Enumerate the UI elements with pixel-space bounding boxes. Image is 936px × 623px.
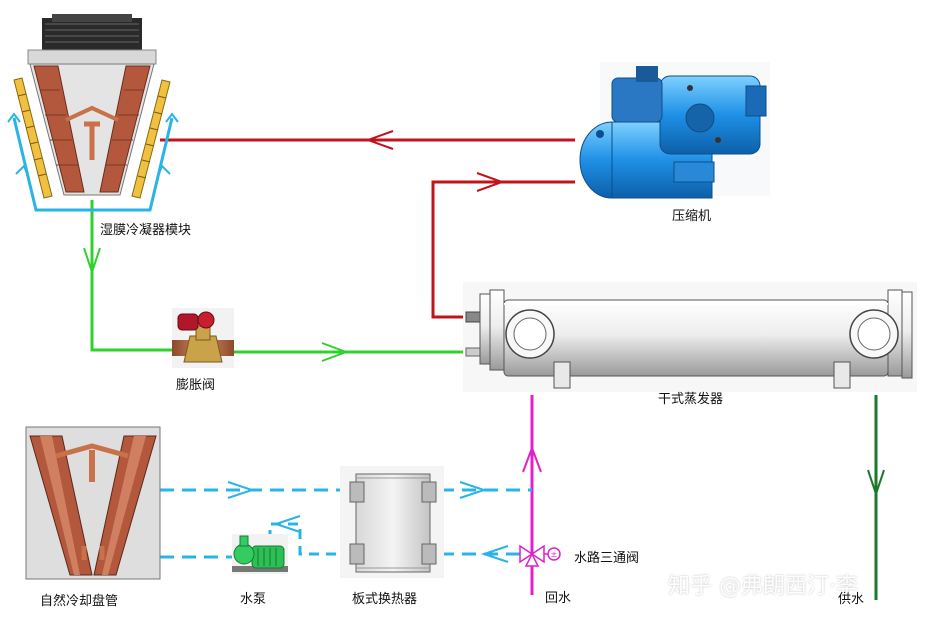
cooling-water-lines (160, 481, 532, 563)
flow-arrow (83, 247, 101, 276)
liquid-line (83, 200, 466, 362)
return-water-label: 回水 (545, 591, 572, 606)
screw-compressor (579, 62, 770, 199)
compressor-label: 压缩机 (672, 209, 712, 224)
plate-heat-exchanger (340, 466, 444, 578)
watermark: 知乎 @弗朗西汀·李 (668, 574, 858, 599)
water-pump (232, 534, 288, 574)
flow-arrow (480, 545, 509, 563)
three-way-valve: ± (519, 544, 561, 567)
flow-arrow (365, 130, 394, 150)
natural-cooling-coil-label: 自然冷却盘管 (40, 594, 119, 609)
svg-text:±: ± (551, 550, 558, 559)
expansion-valve (172, 308, 234, 368)
dry-evaporator (463, 282, 917, 392)
flow-arrow (321, 342, 349, 362)
plate-heat-exchanger-label: 板式换热器 (352, 592, 418, 607)
water-pump-label: 水泵 (240, 592, 267, 607)
expansion-valve-label: 膨胀阀 (176, 378, 216, 393)
flow-arrow (522, 445, 542, 473)
hot-gas-line-to-condenser (160, 130, 575, 150)
supply-water-line (867, 395, 885, 600)
flow-arrow (459, 481, 488, 499)
supply-water-label: 供水 (838, 592, 865, 607)
natural-cooling-coil (25, 426, 161, 580)
flow-arrow (867, 469, 885, 498)
three-way-valve-label: 水路三通阀 (574, 551, 640, 566)
evaporator-label: 干式蒸发器 (658, 392, 724, 407)
condenser-label: 湿膜冷凝器模块 (100, 223, 192, 238)
flow-arrow (272, 515, 301, 533)
flow-arrow (476, 172, 505, 192)
suction-line-to-compressor (431, 172, 575, 319)
flow-arrow (227, 481, 256, 499)
wet-film-condenser-module (7, 14, 179, 212)
